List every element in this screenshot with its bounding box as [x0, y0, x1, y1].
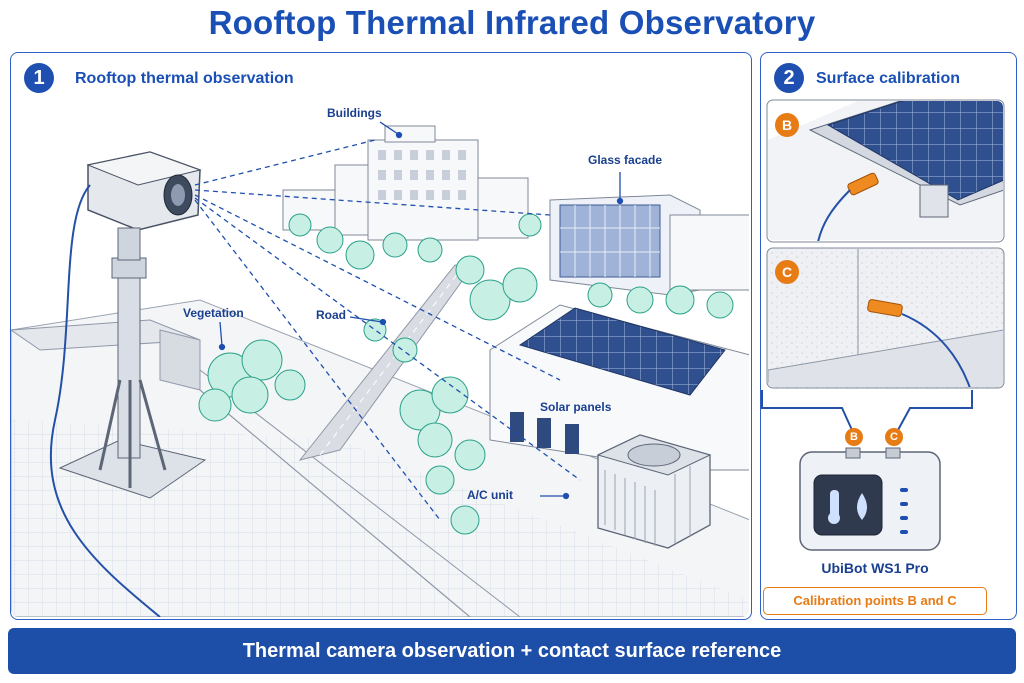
label-ac-unit: A/C unit [467, 488, 513, 502]
page-title: Rooftop Thermal Infrared Observatory [208, 4, 816, 41]
panel-1-number: 1 [24, 63, 54, 93]
calibration-point-b-badge: B [775, 113, 799, 137]
device-port-b-badge: B [845, 428, 863, 446]
label-vegetation: Vegetation [183, 306, 244, 320]
panel-1-title: Rooftop thermal observation [75, 70, 294, 87]
label-buildings: Buildings [327, 106, 382, 120]
calibration-point-c-badge: C [775, 260, 799, 284]
label-road: Road [316, 308, 346, 322]
footer-banner: Thermal camera observation + contact sur… [8, 628, 1016, 674]
panel-2-title: Surface calibration [816, 70, 961, 87]
label-glass-facade: Glass facade [588, 153, 663, 167]
panel-2-number: 2 [774, 63, 804, 93]
device-name: UbiBot WS1 Pro [821, 560, 929, 576]
device-port-c-badge: C [885, 428, 903, 446]
calibration-note: Calibration points B and C [763, 587, 987, 615]
label-solar-panels: Solar panels [540, 400, 612, 414]
